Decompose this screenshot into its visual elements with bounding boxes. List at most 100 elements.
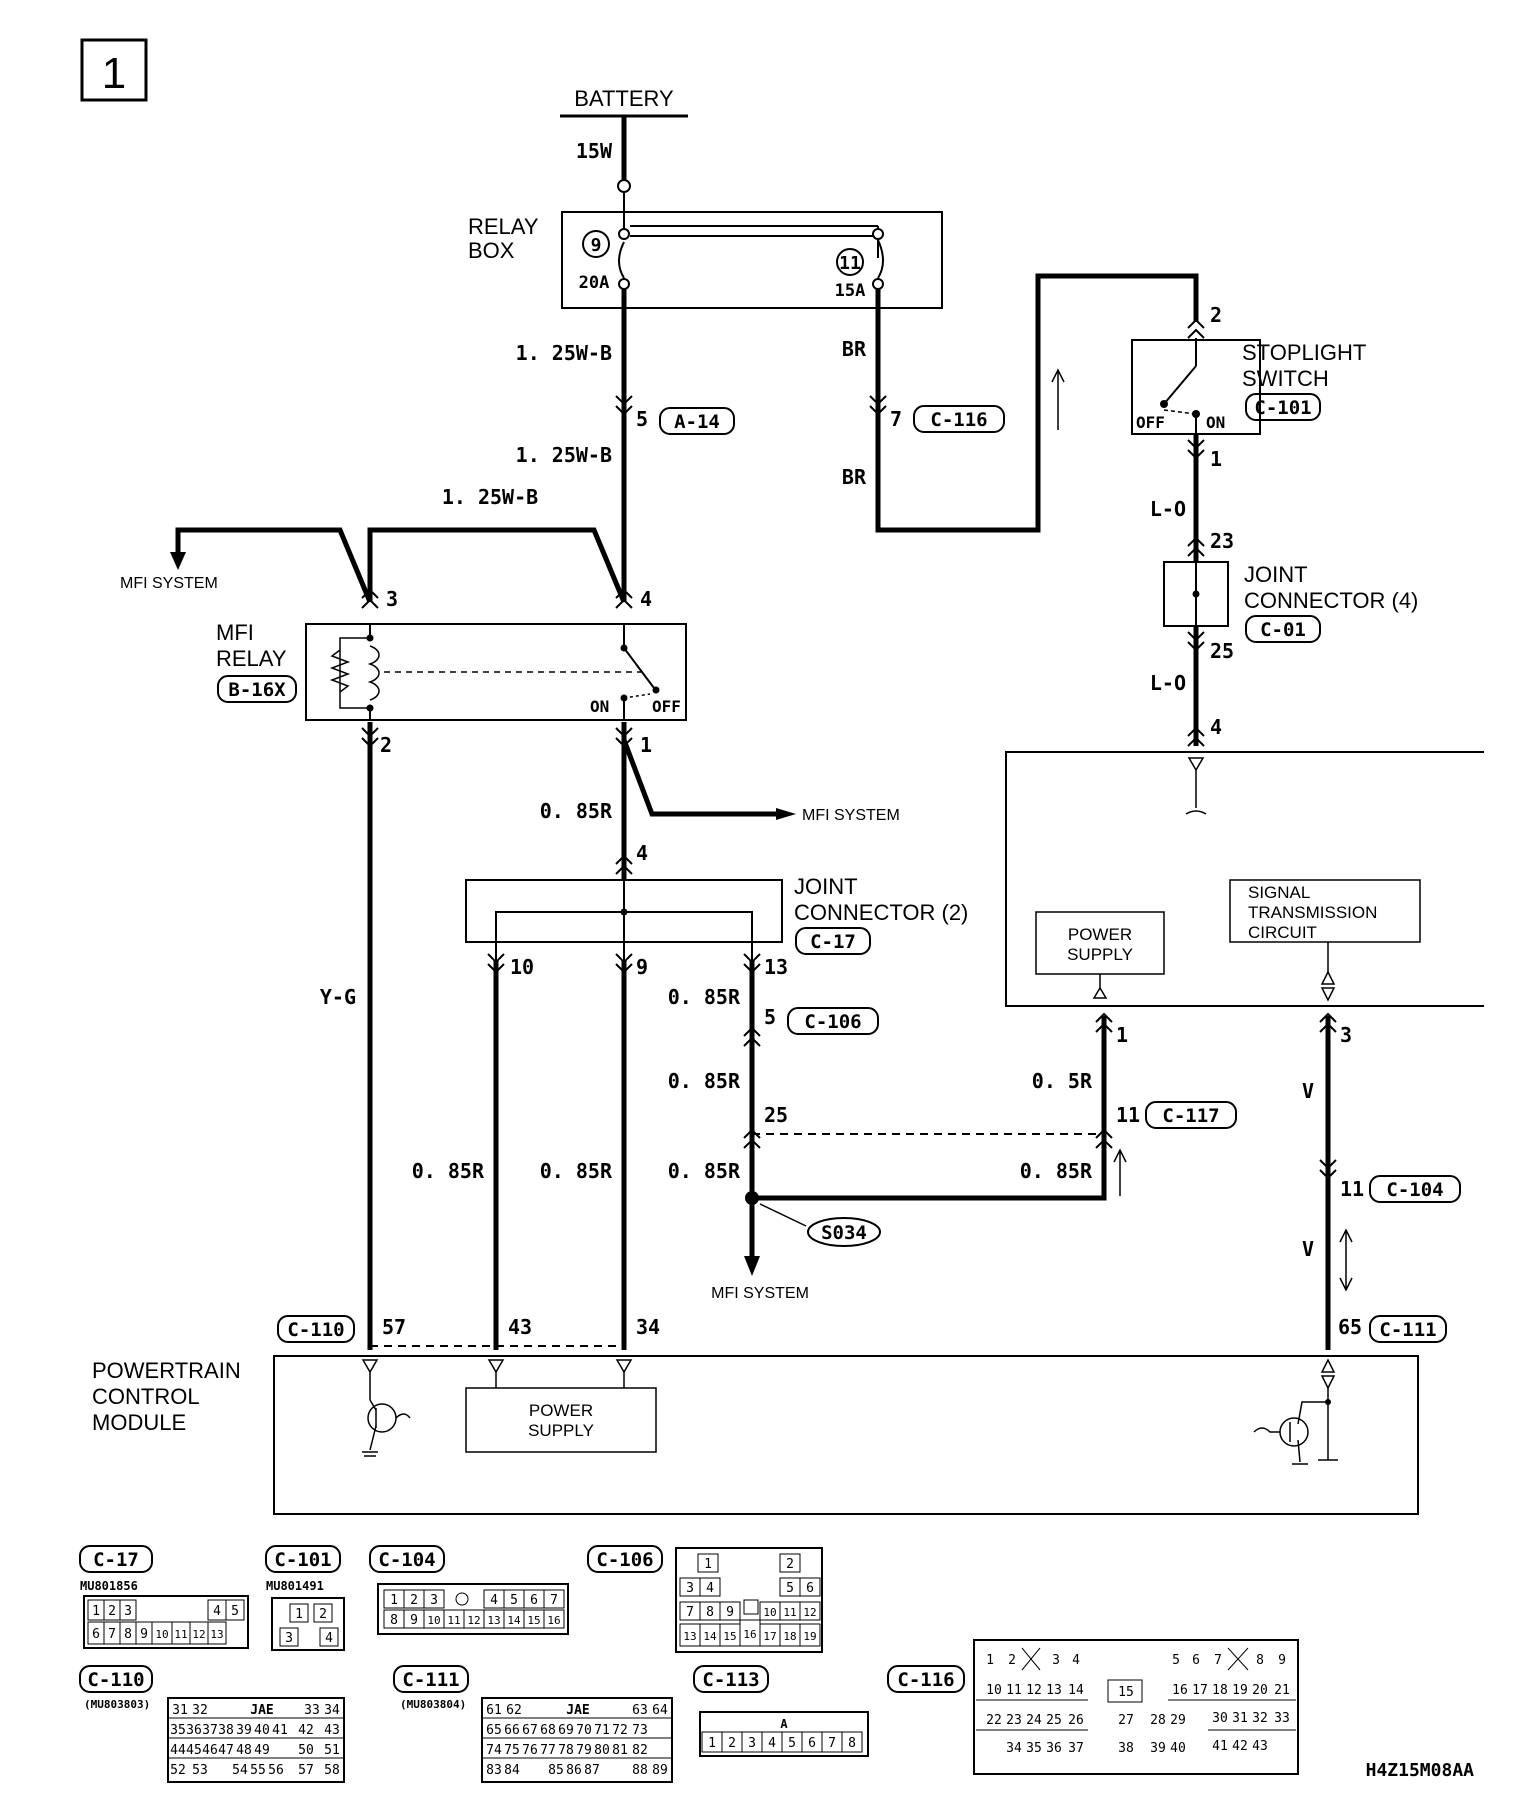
svg-text:26: 26	[1068, 1713, 1084, 1728]
svg-text:44: 44	[170, 1743, 186, 1758]
sig-label-1: SIGNAL	[1248, 883, 1310, 902]
svg-text:6: 6	[808, 1736, 816, 1751]
svg-text:12: 12	[192, 1628, 205, 1641]
svg-text:11: 11	[174, 1628, 187, 1641]
pin-label: 7	[890, 407, 902, 431]
svg-text:4: 4	[768, 1736, 776, 1751]
ps-label-1: POWER	[1068, 925, 1132, 944]
svg-text:33: 33	[304, 1703, 320, 1718]
connector-mark-icon	[1319, 1012, 1337, 1033]
relay-box-line1: RELAY	[468, 214, 539, 239]
svg-text:33: 33	[1274, 1711, 1290, 1726]
relay-box-line2: BOX	[468, 238, 515, 263]
svg-text:4: 4	[706, 1581, 714, 1596]
pin-label: 9	[636, 955, 648, 979]
svg-text:83: 83	[486, 1763, 502, 1778]
svg-text:2: 2	[410, 1593, 418, 1608]
connector-label: C-111	[1379, 1319, 1436, 1341]
svg-text:31: 31	[1232, 1711, 1248, 1726]
svg-text:11: 11	[783, 1606, 796, 1619]
wire-label: V	[1302, 1237, 1314, 1261]
svg-text:15: 15	[527, 1614, 540, 1627]
svg-text:47: 47	[218, 1743, 234, 1758]
svg-text:22: 22	[986, 1713, 1002, 1728]
svg-text:40: 40	[254, 1723, 270, 1738]
svg-text:74: 74	[486, 1743, 502, 1758]
svg-text:81: 81	[612, 1743, 628, 1758]
svg-text:15: 15	[1118, 1685, 1134, 1700]
pin-label: 5	[636, 407, 648, 431]
svg-text:56: 56	[268, 1763, 284, 1778]
svg-text:12: 12	[467, 1614, 480, 1627]
pin-label: 3	[1340, 1023, 1352, 1047]
svg-text:87: 87	[584, 1763, 600, 1778]
sig-label-2: TRANSMISSION	[1248, 903, 1377, 922]
mfi-relay-label-2: RELAY	[216, 646, 287, 671]
current-arrow-icon	[1051, 368, 1065, 430]
splice-point	[745, 1191, 759, 1205]
pin-label: 1	[1116, 1023, 1128, 1047]
svg-text:10: 10	[763, 1606, 776, 1619]
svg-text:3: 3	[285, 1631, 293, 1646]
svg-text:75: 75	[504, 1743, 520, 1758]
connector-mark-icon	[1319, 1159, 1337, 1180]
svg-text:70: 70	[576, 1723, 592, 1738]
fuse-right-rating: 15A	[835, 281, 866, 301]
svg-text:3: 3	[430, 1593, 438, 1608]
pin-label: 34	[636, 1315, 660, 1339]
svg-text:14: 14	[703, 1630, 717, 1643]
svg-text:39: 39	[1150, 1741, 1166, 1756]
wire-label: BR	[842, 465, 867, 489]
joint-connector-2	[465, 854, 783, 974]
svg-text:11: 11	[447, 1614, 460, 1627]
svg-text:78: 78	[558, 1743, 574, 1758]
wire-label: 0. 85R	[668, 985, 741, 1009]
pin-label: 1	[640, 733, 652, 757]
pin-label: 57	[382, 1315, 406, 1339]
svg-text:C-104: C-104	[378, 1549, 435, 1571]
svg-text:13: 13	[683, 1630, 696, 1643]
pcm-label-2: CONTROL	[92, 1384, 200, 1409]
connector-c104-box	[1369, 1175, 1461, 1203]
jc4-label-1: JOINT	[1244, 562, 1308, 587]
svg-text:82: 82	[632, 1743, 648, 1758]
pin-label: 4	[1210, 715, 1222, 739]
svg-text:20: 20	[1252, 1683, 1268, 1698]
svg-text:53: 53	[192, 1763, 208, 1778]
svg-text:13: 13	[1046, 1683, 1062, 1698]
pin-label: 4	[640, 587, 652, 611]
svg-text:3: 3	[748, 1736, 756, 1751]
svg-text:66: 66	[504, 1723, 520, 1738]
svg-text:MU801491: MU801491	[266, 1579, 324, 1593]
pcm-label-1: POWERTRAIN	[92, 1358, 241, 1383]
module-right: POWER SUPPLY SIGNAL TRANSMISSION CIRCUIT	[1005, 751, 1484, 1007]
svg-text:3: 3	[1052, 1653, 1060, 1668]
svg-text:61: 61	[486, 1703, 502, 1718]
wire-label: Y-G	[320, 985, 356, 1009]
connector-c01-box	[1245, 615, 1321, 643]
pin-label: 43	[508, 1315, 532, 1339]
relay-on-label: ON	[590, 697, 609, 716]
svg-text:38: 38	[1118, 1741, 1134, 1756]
jc2-label-2: CONNECTOR (2)	[794, 900, 968, 925]
wire-label: 1. 25W-B	[442, 485, 538, 509]
svg-text:10: 10	[155, 1628, 168, 1641]
connector-a14-box	[659, 407, 735, 435]
svg-text:35: 35	[170, 1723, 186, 1738]
connector-mark-icon	[615, 395, 633, 416]
mfi-system-label: MFI SYSTEM	[711, 1285, 809, 1302]
connector-c111-box	[1369, 1315, 1447, 1343]
pcm-ps-label-2: SUPPLY	[528, 1421, 594, 1440]
svg-text:85: 85	[548, 1763, 564, 1778]
svg-text:29: 29	[1170, 1713, 1186, 1728]
connector-view-c101: C-101 MU801491 1 2 3 4	[265, 1545, 345, 1651]
wires	[175, 114, 1331, 1350]
wire-label: 0. 85R	[1020, 1159, 1093, 1183]
svg-text:12: 12	[803, 1606, 816, 1619]
svg-text:30: 30	[1212, 1711, 1228, 1726]
svg-text:1: 1	[986, 1653, 994, 1668]
pcm-label-3: MODULE	[92, 1410, 186, 1435]
connector-label: C-01	[1260, 619, 1306, 641]
powertrain-control-module: POWER SUPPLY	[273, 1355, 1419, 1515]
